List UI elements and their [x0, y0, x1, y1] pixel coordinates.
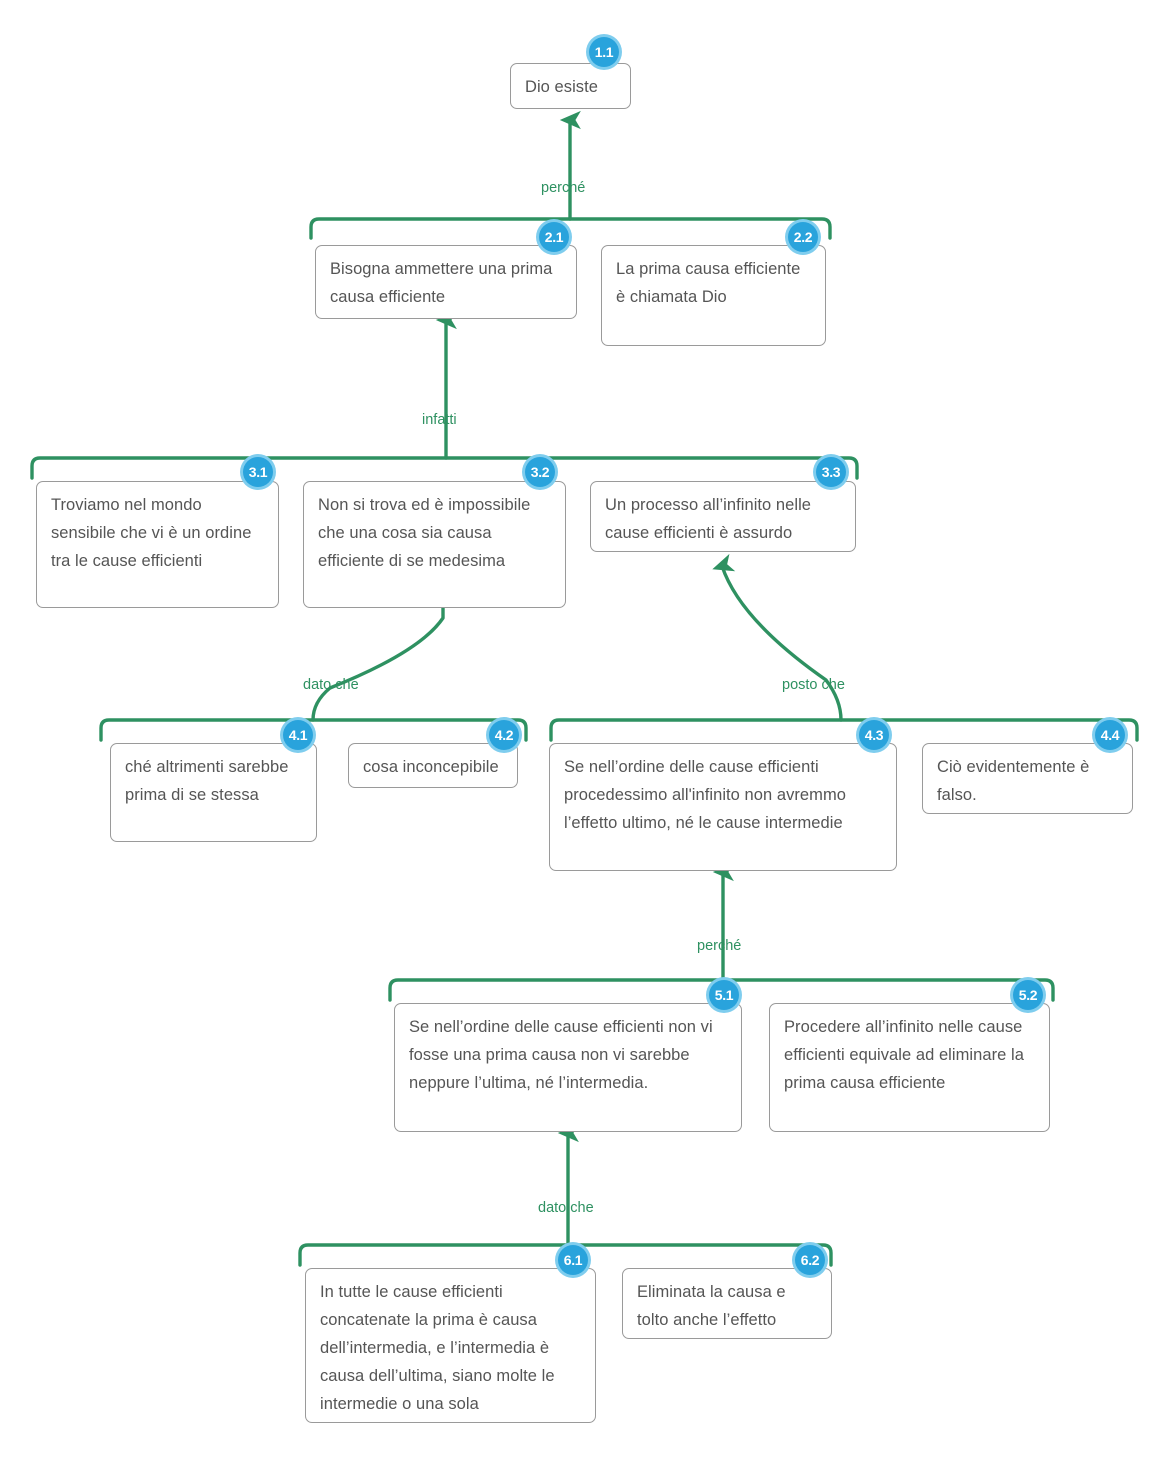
node-badge-4-2[interactable]: 4.2: [489, 720, 519, 750]
node-badge-6-2[interactable]: 6.2: [795, 1245, 825, 1275]
edge-label-perche-1: perché: [541, 180, 586, 196]
node-text-3-2: Non si trova ed è impossibile che una co…: [318, 496, 531, 570]
node-badge-2-1[interactable]: 2.1: [539, 222, 569, 252]
node-2-2[interactable]: La prima causa efficiente è chiamata Dio: [601, 245, 826, 346]
edge-dato-che-1: [311, 602, 445, 722]
node-5-1[interactable]: Se nell’ordine delle cause efficienti no…: [394, 1003, 742, 1132]
node-badge-4-4[interactable]: 4.4: [1095, 720, 1125, 750]
node-5-2[interactable]: Procedere all’infinito nelle cause effic…: [769, 1003, 1050, 1132]
node-text-4-1: ché altrimenti sarebbe prima di se stess…: [125, 758, 289, 804]
node-4-1[interactable]: ché altrimenti sarebbe prima di se stess…: [110, 743, 317, 842]
node-text-6-2: Eliminata la causa e tolto anche l’effet…: [637, 1283, 786, 1329]
node-badge-4-1[interactable]: 4.1: [283, 720, 313, 750]
node-text-4-4: Ciò evidentemente è falso.: [937, 758, 1090, 804]
node-text-6-1: In tutte le cause efficienti concatenate…: [320, 1283, 555, 1413]
node-text-3-1: Troviamo nel mondo sensibile che vi è un…: [51, 496, 252, 570]
node-badge-6-1[interactable]: 6.1: [558, 1245, 588, 1275]
node-text-5-2: Procedere all’infinito nelle cause effic…: [784, 1018, 1024, 1092]
node-4-3[interactable]: Se nell’ordine delle cause efficienti pr…: [549, 743, 897, 871]
node-badge-4-3[interactable]: 4.3: [859, 720, 889, 750]
node-text-4-2: cosa inconcepibile: [363, 758, 499, 776]
bracket-level-2: [309, 217, 832, 240]
node-badge-3-2[interactable]: 3.2: [525, 457, 555, 487]
edge-label-dato-che-1: dato che: [303, 677, 359, 693]
bracket-level-4-right: [549, 718, 1139, 742]
node-badge-1-1[interactable]: 1.1: [589, 37, 619, 67]
node-text-1-1: Dio esiste: [525, 78, 598, 96]
node-4-4[interactable]: Ciò evidentemente è falso.: [922, 743, 1133, 814]
node-text-3-3: Un processo all’infinito nelle cause eff…: [605, 496, 812, 542]
bracket-level-3: [30, 456, 859, 480]
node-badge-3-1[interactable]: 3.1: [243, 457, 273, 487]
edge-posto-che: [712, 553, 843, 722]
node-2-1[interactable]: Bisogna ammettere una prima causa effici…: [315, 245, 577, 319]
edge-label-dato-che-2: dato che: [538, 1200, 594, 1216]
node-3-2[interactable]: Non si trova ed è impossibile che una co…: [303, 481, 566, 608]
node-badge-5-1[interactable]: 5.1: [709, 980, 739, 1010]
node-6-2[interactable]: Eliminata la causa e tolto anche l’effet…: [622, 1268, 832, 1339]
node-badge-2-2[interactable]: 2.2: [788, 222, 818, 252]
node-1-1[interactable]: Dio esiste: [510, 63, 631, 109]
node-text-2-1: Bisogna ammettere una prima causa effici…: [330, 260, 553, 306]
edge-label-infatti: infatti: [422, 412, 457, 428]
node-text-5-1: Se nell’ordine delle cause efficienti no…: [409, 1018, 713, 1092]
edge-label-posto-che: posto che: [782, 677, 845, 693]
node-3-3[interactable]: Un processo all’infinito nelle cause eff…: [590, 481, 856, 552]
bracket-level-4-left: [99, 718, 528, 742]
node-4-2[interactable]: cosa inconcepibile: [348, 743, 518, 788]
node-3-1[interactable]: Troviamo nel mondo sensibile che vi è un…: [36, 481, 279, 608]
node-text-2-2: La prima causa efficiente è chiamata Dio: [616, 260, 801, 306]
node-6-1[interactable]: In tutte le cause efficienti concatenate…: [305, 1268, 596, 1423]
node-text-4-3: Se nell’ordine delle cause efficienti pr…: [564, 758, 846, 832]
edge-label-perche-2: perché: [697, 938, 742, 954]
node-badge-3-3[interactable]: 3.3: [816, 457, 846, 487]
node-badge-5-2[interactable]: 5.2: [1013, 980, 1043, 1010]
